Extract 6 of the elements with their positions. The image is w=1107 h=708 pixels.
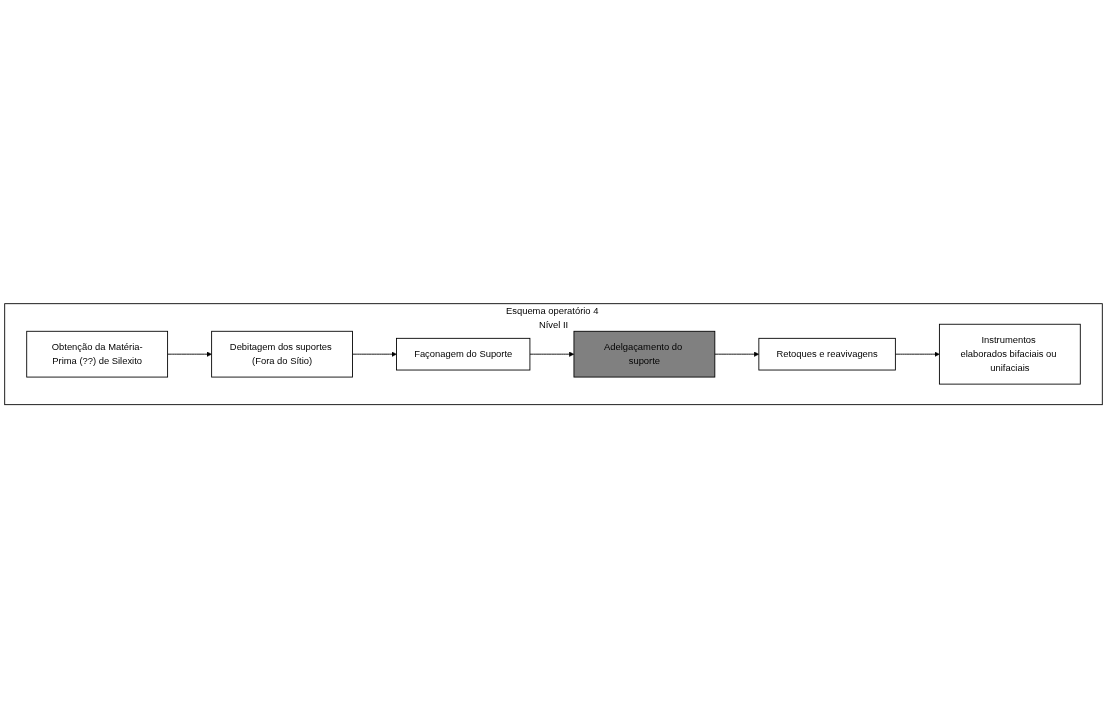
node-box: Obtenção da Matéria-Prima (??) de Silexito xyxy=(26,330,169,378)
node-box: Debitagem dos suportes (Fora do Sítio) xyxy=(211,330,353,378)
node-box: Instrumentos elaborados bifaciais ou unifaciais xyxy=(938,323,1081,385)
node-box: Retoques e reavivagens xyxy=(758,337,896,371)
node-box: Adelgaçamento do suporte xyxy=(573,330,716,378)
node-box: Façonagem do Suporte xyxy=(396,337,531,371)
